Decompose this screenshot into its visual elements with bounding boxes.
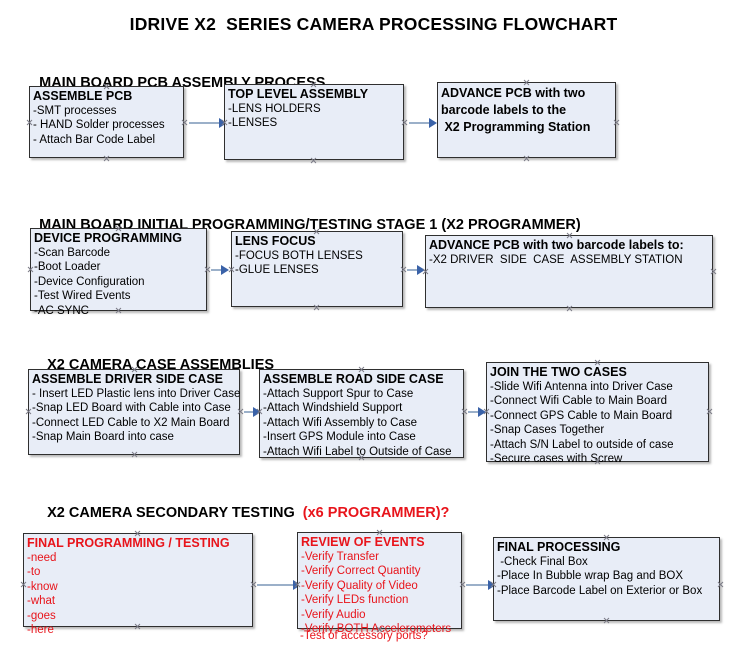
box-line: -Verify Audio bbox=[301, 608, 366, 621]
box-join-the-two-cases[interactable]: JOIN THE TWO CASES -Slide Wifi Antenna i… bbox=[486, 362, 709, 465]
box-assemble-road-side-case[interactable]: ASSEMBLE ROAD SIDE CASE -Attach Support … bbox=[259, 369, 464, 458]
box-line: -Attach Windshield Support bbox=[263, 402, 403, 414]
arrow-driver-side-to-road-side bbox=[244, 411, 255, 413]
box-line: -Insert GPS Module into Case bbox=[263, 431, 416, 443]
box-title: DEVICE PROGRAMMING bbox=[34, 231, 182, 245]
box-line: -what bbox=[27, 595, 56, 607]
box-line: -here bbox=[27, 624, 54, 636]
arrow-top-level-to-advance-pcb bbox=[409, 122, 431, 124]
box-overflow-line-review-of-events: -Test of accessory ports? bbox=[300, 630, 428, 642]
box-assemble-pcb[interactable]: ASSEMBLE PCB -SMT processes - HAND Solde… bbox=[29, 86, 184, 158]
box-line: -LENS HOLDERS bbox=[228, 102, 321, 115]
arrow-lens-focus-to-advance-pcb bbox=[407, 269, 419, 271]
box-line: -FOCUS BOTH LENSES bbox=[235, 249, 363, 262]
arrow-head-icon bbox=[478, 407, 486, 417]
arrow-device-programming-to-lens-focus bbox=[211, 269, 223, 271]
box-line: -need bbox=[27, 551, 57, 564]
box-line: - Attach Bar Code Label bbox=[33, 133, 156, 146]
box-final-processing[interactable]: FINAL PROCESSING -Check Final Box -Place… bbox=[493, 537, 720, 621]
box-line: X2 Programming Station bbox=[441, 120, 591, 134]
arrow-head-icon bbox=[429, 118, 437, 128]
box-title: ASSEMBLE DRIVER SIDE CASE bbox=[32, 372, 224, 386]
box-line: -goes bbox=[27, 609, 56, 622]
box-line: -Snap Main Board into case bbox=[32, 431, 174, 443]
box-title: ASSEMBLE ROAD SIDE CASE bbox=[263, 372, 444, 386]
box-line: -Slide Wifi Antenna into Driver Case bbox=[490, 380, 673, 393]
section-heading-accent: (x6 PROGRAMMER)? bbox=[298, 505, 450, 521]
box-title: REVIEW OF EVENTS bbox=[301, 535, 425, 549]
box-top-level-assembly[interactable]: TOP LEVEL ASSEMBLY -LENS HOLDERS -LENSES bbox=[224, 84, 404, 160]
box-line: - HAND Solder processes bbox=[33, 119, 165, 131]
box-title: ADVANCE PCB with two barcode labels to: bbox=[429, 238, 684, 252]
box-line: -Boot Loader bbox=[34, 261, 101, 273]
box-device-programming[interactable]: DEVICE PROGRAMMING -Scan Barcode -Boot L… bbox=[30, 228, 207, 317]
box-title: ASSEMBLE PCB bbox=[33, 89, 133, 103]
box-line: -to bbox=[27, 566, 41, 578]
box-assemble-driver-side-case[interactable]: ASSEMBLE DRIVER SIDE CASE - Insert LED P… bbox=[28, 369, 240, 455]
box-line: -Verify Correct Quantity bbox=[301, 565, 421, 577]
box-line: -AC SYNC bbox=[34, 304, 89, 317]
box-line: -Test Wired Events bbox=[34, 290, 131, 302]
box-title: LENS FOCUS bbox=[235, 234, 316, 248]
box-line: -Connect GPS Cable to Main Board bbox=[490, 409, 673, 422]
box-advance-pcb-to-programming-station[interactable]: ADVANCE PCB with two barcode labels to t… bbox=[437, 82, 616, 158]
box-review-of-events[interactable]: REVIEW OF EVENTS -Verify Transfer -Verif… bbox=[297, 532, 462, 635]
box-line: -Attach Wifi Assembly to Case bbox=[263, 416, 418, 429]
box-line: -Secure cases with Screw bbox=[490, 453, 623, 465]
section-heading-x2-camera-secondary-testing: X2 CAMERA SECONDARY TESTING (x6 PROGRAMM… bbox=[31, 489, 449, 537]
box-title: TOP LEVEL ASSEMBLY bbox=[228, 87, 369, 101]
box-advance-pcb-to-driver-side-case[interactable]: ADVANCE PCB with two barcode labels to: … bbox=[425, 235, 713, 308]
box-line: -Verify LEDs function bbox=[301, 594, 409, 606]
arrow-head-icon bbox=[488, 580, 496, 590]
box-title: FINAL PROGRAMMING / TESTING bbox=[27, 536, 230, 550]
box-line: -know bbox=[27, 580, 58, 593]
box-line: -Attach S/N Label to outside of case bbox=[490, 438, 674, 451]
arrow-head-icon bbox=[221, 265, 229, 275]
box-line: -Snap LED Board with Cable into Case bbox=[32, 402, 231, 414]
section-heading-text: X2 CAMERA SECONDARY TESTING bbox=[47, 505, 299, 521]
box-line: -LENSES bbox=[228, 117, 278, 129]
box-line: -Place Barcode Label on Exterior or Box bbox=[497, 584, 703, 597]
box-line: -Verify Transfer bbox=[301, 550, 379, 563]
arrow-assemble-pcb-to-top-level bbox=[189, 122, 221, 124]
arrow-head-icon bbox=[253, 407, 261, 417]
box-line: -Connect LED Cable to X2 Main Board bbox=[32, 416, 230, 429]
arrow-road-side-to-join-cases bbox=[468, 411, 480, 413]
box-line: -Verify Quality of Video bbox=[301, 579, 418, 592]
box-line: -Check Final Box bbox=[497, 555, 588, 568]
box-lens-focus[interactable]: LENS FOCUS -FOCUS BOTH LENSES -GLUE LENS… bbox=[231, 231, 403, 307]
box-line: -Place In Bubble wrap Bag and BOX bbox=[497, 570, 684, 582]
arrow-final-programming-to-review-of-events bbox=[257, 584, 295, 586]
box-line: -Snap Cases Together bbox=[490, 424, 605, 436]
box-line: - Insert LED Plastic lens into Driver Ca… bbox=[32, 387, 241, 400]
box-title: FINAL PROCESSING bbox=[497, 540, 621, 554]
box-line: -Attach Wifi Label to Outside of Case bbox=[263, 445, 452, 458]
box-line: barcode labels to the bbox=[441, 103, 567, 117]
box-line: -Connect Wifi Cable to Main Board bbox=[490, 395, 668, 407]
box-line: -Attach Support Spur to Case bbox=[263, 387, 414, 400]
arrow-head-icon bbox=[219, 118, 227, 128]
box-title: JOIN THE TWO CASES bbox=[490, 365, 627, 379]
box-line: -GLUE LENSES bbox=[235, 264, 319, 276]
box-line: -Device Configuration bbox=[34, 275, 145, 288]
box-line: -X2 DRIVER SIDE CASE ASSEMBLY STATION bbox=[429, 253, 683, 266]
box-line: -SMT processes bbox=[33, 104, 117, 117]
page-title: IDRIVE X2 SERIES CAMERA PROCESSING FLOWC… bbox=[129, 14, 618, 34]
arrow-head-icon bbox=[417, 265, 425, 275]
box-final-programming-testing[interactable]: FINAL PROGRAMMING / TESTING -need -to -k… bbox=[23, 533, 253, 636]
arrow-review-of-events-to-final-processing bbox=[466, 584, 490, 586]
box-line: -Verify BOTH Accelerometers bbox=[301, 623, 452, 635]
box-line: -Scan Barcode bbox=[34, 246, 111, 259]
box-title: ADVANCE PCB with two bbox=[441, 86, 586, 100]
